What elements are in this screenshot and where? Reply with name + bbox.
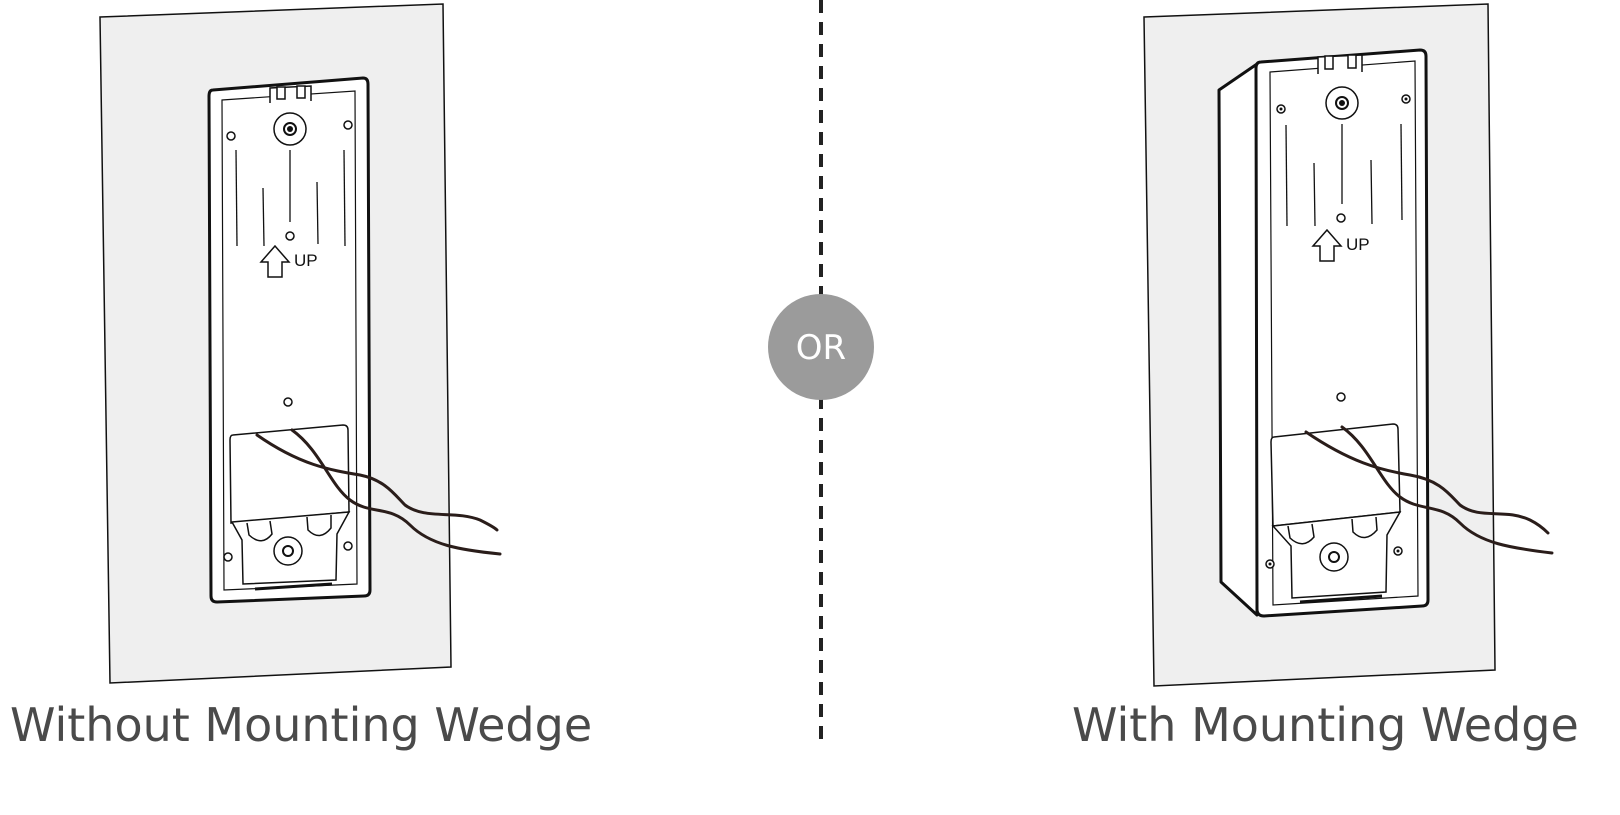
mounting-wedge: [1217, 62, 1259, 617]
or-badge: [768, 294, 874, 400]
up-marking-right: UP: [1346, 235, 1370, 254]
screw-hole-top-left: [273, 112, 307, 146]
or-label: OR: [796, 328, 846, 368]
panel-with-wedge: UP: [1143, 3, 1554, 687]
cable-wires-right: [1304, 425, 1554, 555]
panel-without-wedge: UP: [99, 3, 502, 684]
guide-lines-right: [1285, 123, 1403, 227]
up-arrow-icon: [259, 244, 291, 278]
or-separator: OR: [768, 0, 874, 745]
plate-inner-frame-right: [1269, 60, 1419, 606]
screw-hole-bottom-right: [1319, 542, 1349, 572]
top-clip-right: [1317, 54, 1363, 74]
cable-wires-left: [255, 428, 502, 556]
up-marking-left: UP: [294, 251, 318, 270]
screw-hole-top-right: [1325, 86, 1359, 120]
guide-lines-left: [235, 149, 346, 247]
cable-cover-left: [229, 424, 350, 524]
screw-hole-bottom-left: [273, 536, 303, 566]
up-arrow-icon: [1311, 228, 1343, 262]
top-clip-left: [269, 85, 312, 103]
caption-without-wedge: Without Mounting Wedge: [10, 698, 593, 752]
caption-with-wedge: With Mounting Wedge: [1072, 698, 1579, 752]
